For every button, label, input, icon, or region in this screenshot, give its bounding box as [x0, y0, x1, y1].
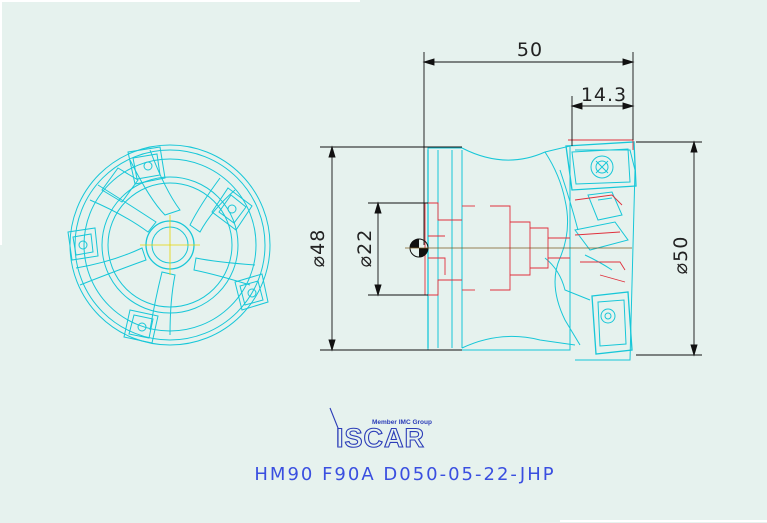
dim-overall-length: 50	[517, 39, 543, 61]
side-insert-bottom	[591, 291, 633, 355]
dim-body-diameter: ⌀48	[307, 229, 329, 268]
front-center-lines	[140, 215, 200, 275]
insert-right-upper	[211, 187, 253, 231]
dim-cutting-diameter: ⌀50	[670, 236, 692, 275]
insert-bottom	[123, 309, 159, 344]
dimension-lines	[320, 52, 702, 357]
hidden-bore-lines	[424, 139, 634, 296]
tool-designation: HM90 F90A D050-05-22-JHP	[254, 464, 555, 485]
insert-left	[67, 227, 99, 261]
brand-tagline: Member IMC Group	[372, 419, 432, 426]
dim-bore-diameter: ⌀22	[354, 229, 376, 268]
side-view-body	[427, 141, 637, 361]
side-insert-top	[565, 141, 637, 191]
dim-insert-offset: 14.3	[581, 84, 627, 106]
brand-logo-text: ISCAR	[336, 423, 425, 453]
insert-top	[127, 146, 166, 185]
insert-right-lower	[234, 273, 269, 311]
insert-left-upper	[101, 167, 139, 203]
brand-logo: Member IMC Group ISCAR	[329, 407, 432, 454]
